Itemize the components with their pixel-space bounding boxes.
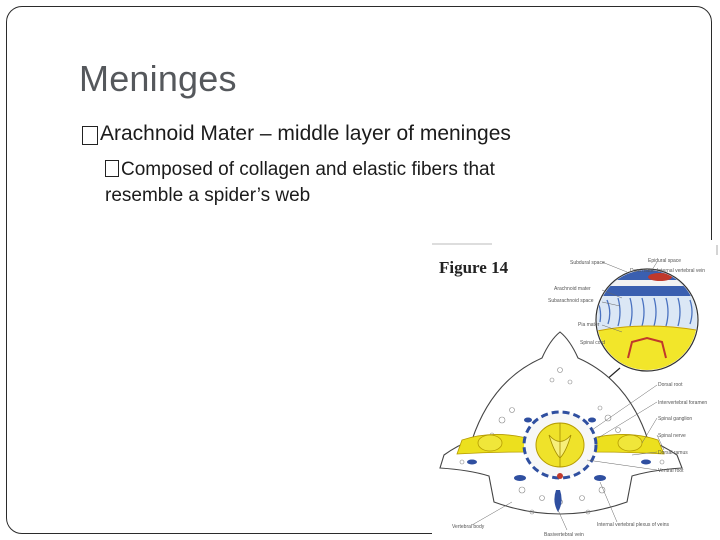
label-subdural: Subdural space: [570, 260, 605, 266]
dural-sac: [522, 410, 598, 480]
label-dura: Dura mater: [630, 268, 656, 274]
inset-artery: [627, 336, 667, 359]
label-dorsal-root: Dorsal root: [658, 382, 683, 388]
bone-texture: [459, 367, 665, 515]
sub-bullet-text: Composed of collagen and elastic fibers …: [105, 157, 495, 209]
label-intervertebral: Intervertebral foramen: [658, 400, 708, 406]
label-dorsal-ramus: Dorsal ramus: [658, 450, 688, 456]
spinal-nerves: [456, 434, 665, 455]
spinal-artery: [557, 473, 563, 479]
label-internal-vertebral: Internal vertebral vein: [657, 268, 706, 274]
square-bullet-icon: [82, 126, 98, 145]
sub-bullet-line-1: Composed of collagen and elastic fibers …: [121, 159, 495, 180]
sub-bullet-line-2: resemble a spider’s web: [105, 185, 311, 206]
label-subarachnoid: Subarachnoid space: [548, 298, 594, 304]
label-spinal-nerve: Spinal nerve: [658, 433, 686, 439]
slide-title: Meninges: [79, 58, 237, 99]
label-spinal-ganglion: Spinal ganglion: [658, 416, 693, 422]
label-basivertebral: Basivertebral vein: [544, 532, 584, 538]
bullet-text: Arachnoid Mater – middle layer of mening…: [100, 122, 511, 145]
venous-plexus: [467, 417, 651, 512]
inset-spinal-cord: [597, 325, 697, 370]
label-internal-plexus: Internal vertebral plexus of veins: [597, 522, 669, 528]
right-ganglion: [617, 434, 643, 452]
left-ganglion: [477, 434, 503, 452]
sub-bullet-composition: Composed of collagen and elastic fibers …: [105, 157, 625, 209]
spinal-cord-illustration: [432, 243, 718, 531]
arachnoid-trabeculae: [597, 297, 693, 327]
figure-label: Figure 14: [439, 258, 509, 277]
epidural-band: [597, 280, 697, 286]
label-pia: Pia mater: [578, 322, 600, 328]
bullet-arachnoid: Arachnoid Mater – middle layer of mening…: [82, 122, 511, 146]
inset-vein: [648, 273, 672, 281]
label-arachnoid: Arachnoid mater: [554, 286, 591, 292]
label-epidural: Epidural space: [648, 258, 682, 264]
label-vertebral-body: Vertebral body: [452, 524, 485, 530]
label-ventral-root: Ventral root: [658, 468, 684, 474]
spinal-cord-figure: Figure 14: [432, 240, 720, 540]
square-bullet-icon: [105, 160, 119, 177]
label-spinal-cord: Spinal cord: [580, 340, 606, 346]
leader-lines: [471, 261, 665, 531]
